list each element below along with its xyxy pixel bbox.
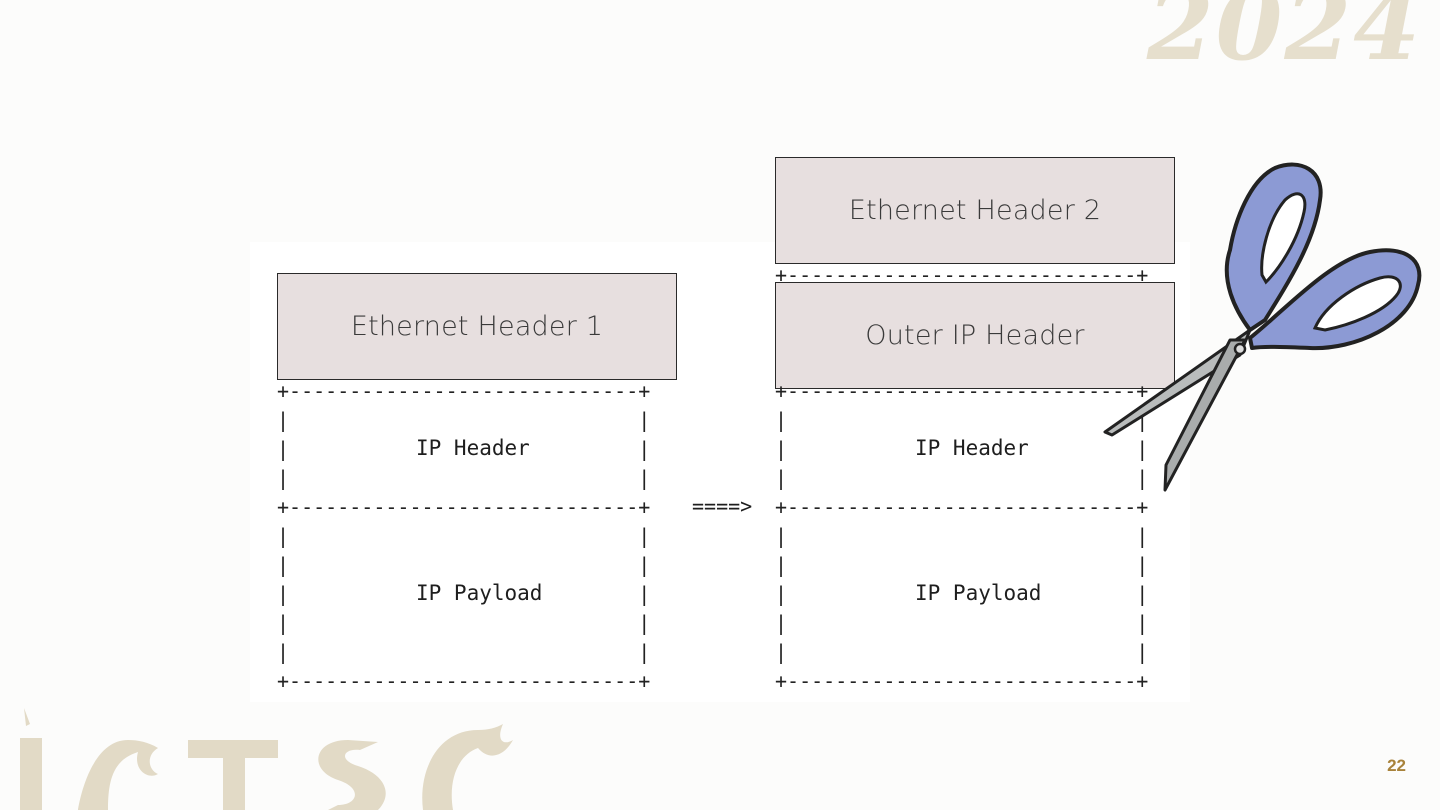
left-frame-lines: +-----------------------------+ | | | | … xyxy=(277,379,651,693)
right-ip-payload-label: IP Payload xyxy=(915,581,1042,605)
right-frame-lines: +-----------------------------+ | | | | … xyxy=(775,379,1149,693)
left-ip-header-label: IP Header xyxy=(416,436,530,460)
year-watermark: 2024 xyxy=(1146,0,1422,82)
ictsc-logo xyxy=(20,708,513,810)
scissors-icon xyxy=(1103,162,1422,492)
transform-arrow: ====> xyxy=(692,494,753,518)
page-number: 22 xyxy=(1387,756,1406,775)
outer-ip-header-box: Outer IP Header xyxy=(775,282,1175,389)
ethernet-header-2-box: Ethernet Header 2 xyxy=(775,157,1175,264)
left-ip-payload-label: IP Payload xyxy=(416,581,543,605)
ethernet-header-1-box: Ethernet Header 1 xyxy=(277,273,677,380)
right-ip-header-label: IP Header xyxy=(915,436,1029,460)
